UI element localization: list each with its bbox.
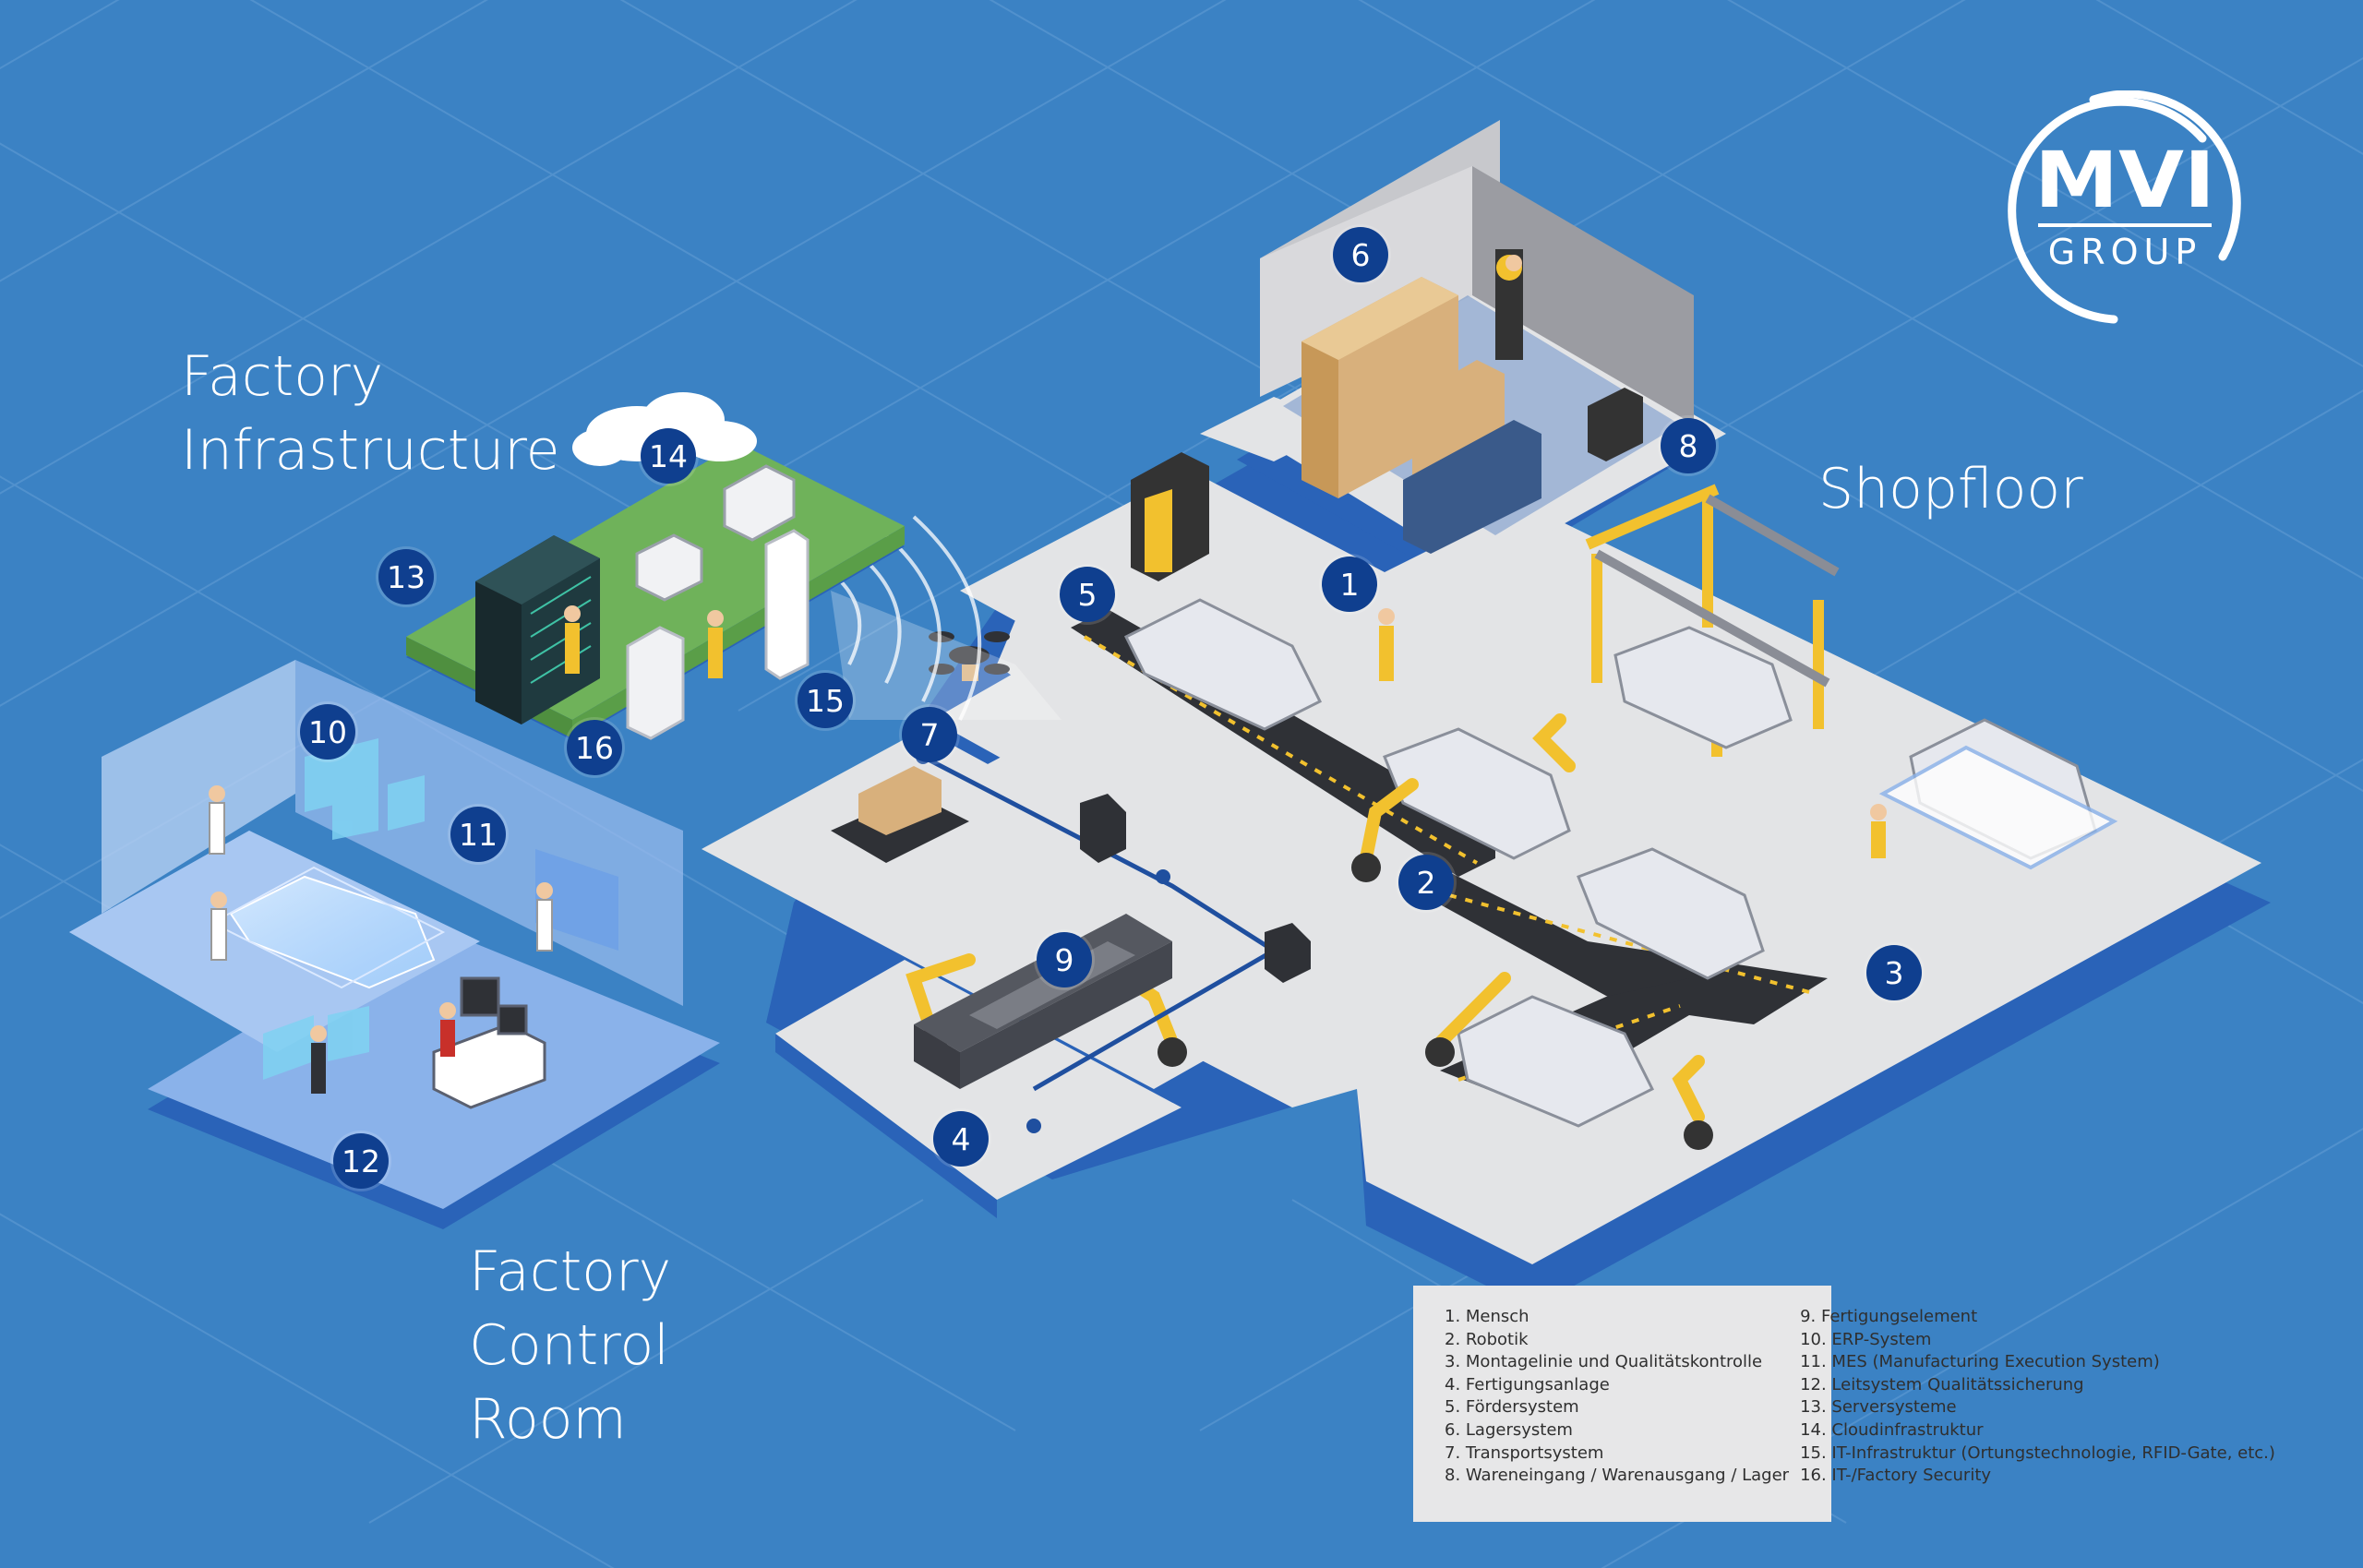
legend-panel: 1. Mensch 2. Robotik 3. Montagelinie und… xyxy=(1413,1286,2275,1522)
marker-14: 14 xyxy=(641,428,696,484)
legend-column-left: 1. Mensch 2. Robotik 3. Montagelinie und… xyxy=(1445,1306,1789,1522)
legend-item: 13. Serversysteme xyxy=(1800,1397,1957,1418)
legend-item: 3. Montagelinie und Qualitätskontrolle xyxy=(1445,1352,1763,1372)
legend-item: 8. Wareneingang / Warenausgang / Lager xyxy=(1445,1466,1790,1486)
zone-label-line: Room xyxy=(469,1387,627,1452)
rfid-field xyxy=(831,591,1062,720)
marker-6: 6 xyxy=(1333,227,1388,282)
marker-15: 15 xyxy=(798,673,853,728)
marker-9: 9 xyxy=(1037,932,1092,987)
legend-item: 2. Robotik xyxy=(1445,1329,1529,1349)
marker-16: 16 xyxy=(567,720,622,775)
legend-item: 10. ERP-System xyxy=(1800,1329,1932,1349)
charging-station xyxy=(1878,745,2118,870)
legend-item: 16. IT-/Factory Security xyxy=(1800,1466,1992,1486)
marker-12: 12 xyxy=(333,1133,389,1189)
control-desk xyxy=(432,976,546,1109)
legend-item: 7. Transportsystem xyxy=(1445,1442,1604,1463)
holo-car xyxy=(210,866,446,989)
gantry-rails xyxy=(1594,494,1840,688)
legend-item: 4. Fertigungsanlage xyxy=(1445,1374,1610,1394)
zone-label-control-room: Factory Control Room xyxy=(469,1235,671,1456)
marker-11: 11 xyxy=(450,807,506,862)
legend-item: 5. Fördersystem xyxy=(1445,1397,1579,1418)
legend-item: 14. Cloudinfrastruktur xyxy=(1800,1419,1984,1440)
marker-8: 8 xyxy=(1661,418,1716,473)
zone-label-line: Factory xyxy=(181,344,384,409)
marker-4: 4 xyxy=(933,1111,989,1167)
transport-lines xyxy=(921,754,1278,1092)
marker-2: 2 xyxy=(1398,855,1454,910)
legend-item: 1. Mensch xyxy=(1445,1307,1529,1326)
legend-item: 9. Fertigungselement xyxy=(1800,1307,1978,1326)
people xyxy=(209,255,1887,1094)
robot-arms xyxy=(906,713,1705,1123)
legend-item: 6. Lagersystem xyxy=(1445,1419,1573,1440)
mvi-group-logo: MVI GROUP xyxy=(2008,90,2241,324)
legend-item: 15. IT-Infrastruktur (Ortungstechnologie… xyxy=(1800,1442,2275,1463)
zone-label-line: Shopfloor xyxy=(1818,457,2083,521)
agv-vehicles xyxy=(831,766,1311,983)
zone-label-line: Control xyxy=(469,1313,669,1378)
marker-13: 13 xyxy=(378,549,434,604)
logo-text-bottom: GROUP xyxy=(2048,232,2202,272)
marker-10: 10 xyxy=(300,704,355,760)
rfid-gate xyxy=(764,529,810,680)
legend-item: 11. MES (Manufacturing Execution System) xyxy=(1800,1352,2160,1372)
zone-label-line: Factory xyxy=(469,1239,672,1304)
legend-column-right: 9. Fertigungselement 10. ERP-System 11. … xyxy=(1800,1306,2275,1522)
zone-label-shopfloor: Shopfloor xyxy=(1818,452,2083,526)
server-racks xyxy=(475,535,600,724)
server-cabinet xyxy=(626,626,685,740)
manufacturing-machine xyxy=(914,914,1172,1089)
floor-edge xyxy=(775,1034,997,1218)
zone-label-line: Infrastructure xyxy=(181,418,560,483)
logo-text-top: MVI xyxy=(2034,135,2215,225)
marker-7: 7 xyxy=(902,707,957,762)
zone-label-infrastructure: Factory Infrastructure xyxy=(181,340,560,487)
legend-item: 12. Leitsystem Qualitätssicherung xyxy=(1800,1374,2084,1394)
marker-5: 5 xyxy=(1060,567,1115,622)
box-stacks xyxy=(1131,249,1643,581)
marker-1: 1 xyxy=(1322,557,1377,612)
marker-3: 3 xyxy=(1866,945,1922,1000)
workstations xyxy=(635,464,796,602)
